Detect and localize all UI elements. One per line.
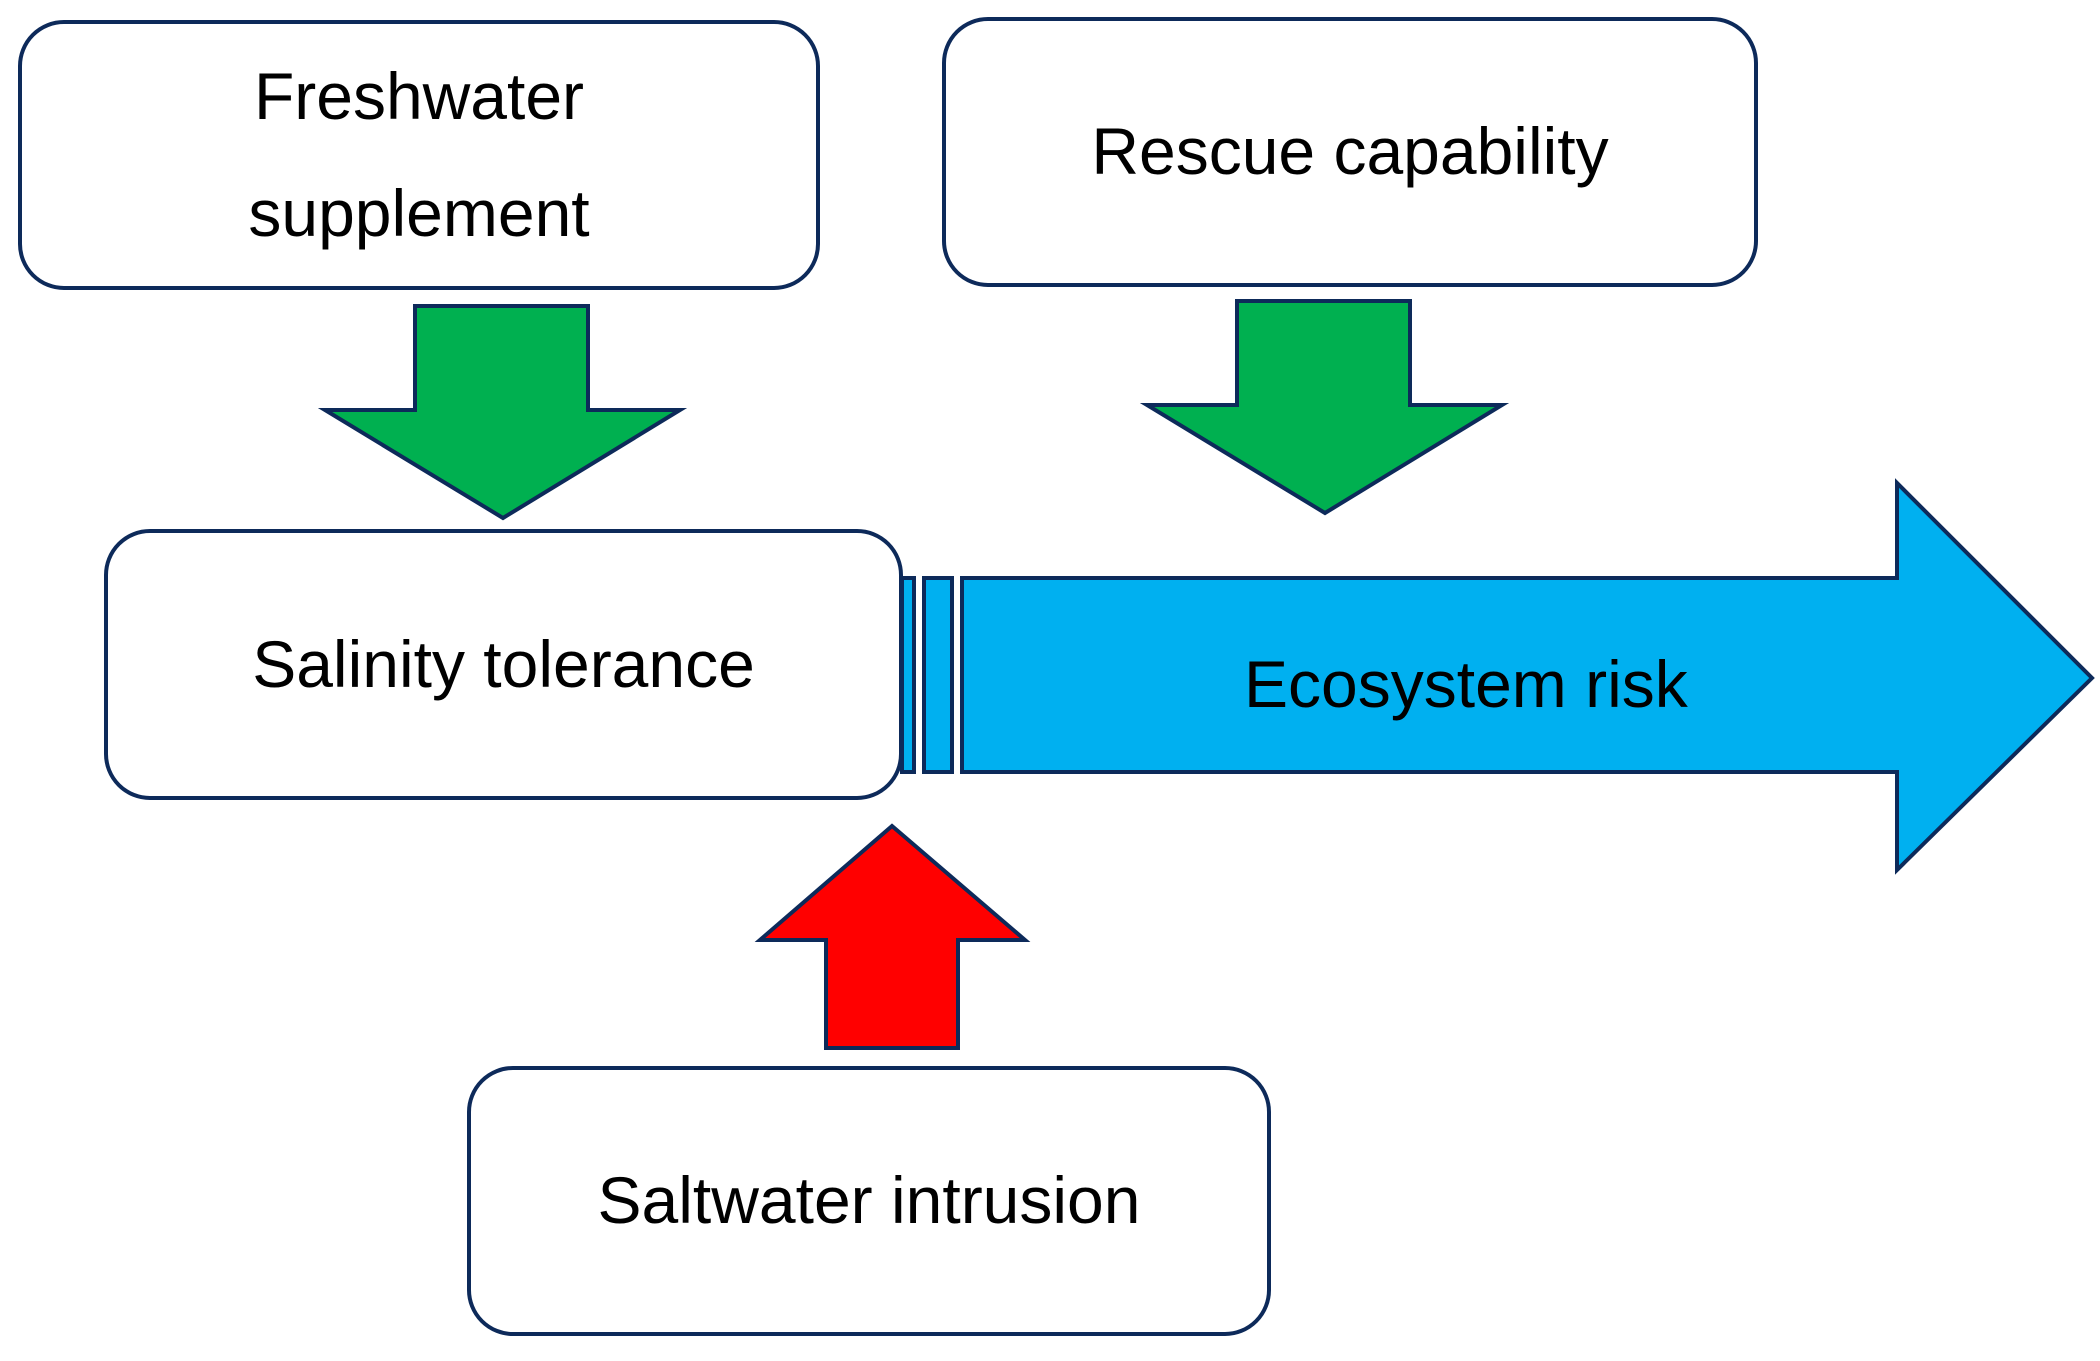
saltwater-intrusion-label: Saltwater intrusion bbox=[597, 1163, 1141, 1238]
connector-stripe-1 bbox=[900, 576, 916, 774]
salinity-tolerance-label: Salinity tolerance bbox=[252, 626, 755, 701]
saltwater-intrusion-box: Saltwater intrusion bbox=[467, 1066, 1271, 1336]
connector-stripe-2 bbox=[922, 576, 954, 774]
freshwater-supplement-label: Freshwater supplement bbox=[248, 58, 590, 250]
freshwater-influence-arrow bbox=[317, 304, 688, 521]
rescue-capability-box: Rescue capability bbox=[942, 17, 1758, 287]
rescue-capability-label: Rescue capability bbox=[1091, 114, 1609, 189]
ecosystem-risk-arrow bbox=[960, 478, 2095, 875]
freshwater-supplement-box: Freshwater supplement bbox=[18, 20, 820, 290]
rescue-influence-arrow bbox=[1139, 299, 1510, 516]
ecosystem-risk-label: Ecosystem risk bbox=[1244, 647, 1688, 721]
saltwater-influence-arrow bbox=[754, 823, 1031, 1050]
salinity-tolerance-box: Salinity tolerance bbox=[104, 529, 903, 800]
